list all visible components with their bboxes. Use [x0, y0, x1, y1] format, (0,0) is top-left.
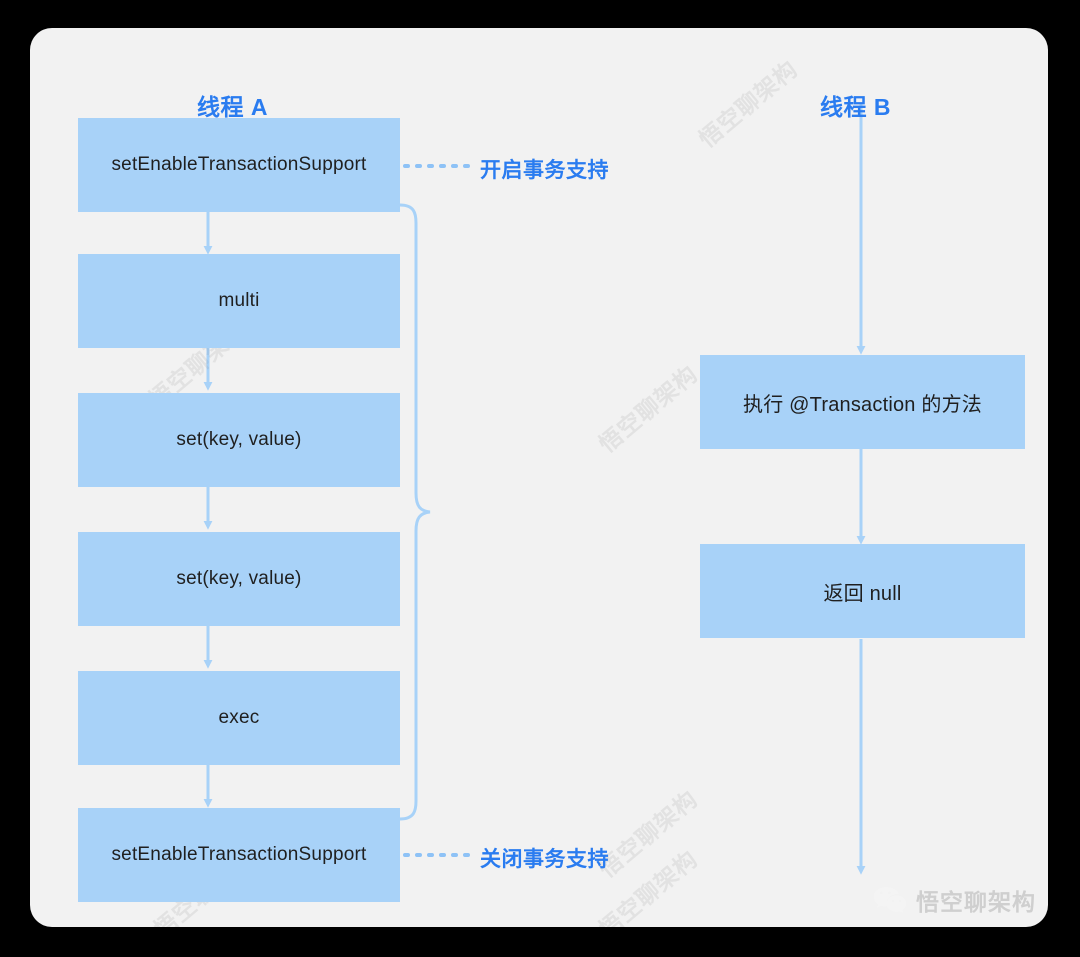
thread-a-header: 线程 A — [197, 94, 268, 120]
node-return-null[interactable]: 返回 null — [700, 544, 1025, 638]
node-execute-transaction-method[interactable]: 执行 @Transaction 的方法 — [700, 355, 1025, 449]
thread-b-header: 线程 B — [820, 94, 891, 120]
node-set-enable-transaction-support-open[interactable]: setEnableTransactionSupport — [78, 118, 400, 212]
brand-badge: 悟空聊架构 — [873, 883, 1036, 917]
diagram-card: 悟空聊架构 悟空聊架构 悟空聊架构 悟空聊架构 悟空聊架构 悟空聊架构 — [30, 28, 1048, 927]
node-set-key-value-1[interactable]: set(key, value) — [78, 393, 400, 487]
watermark-text: 悟空聊架构 — [593, 360, 703, 458]
annotation-close-transaction-support: 关闭事务支持 — [480, 848, 609, 871]
annotation-open-transaction-support: 开启事务支持 — [480, 159, 609, 182]
node-multi[interactable]: multi — [78, 254, 400, 348]
node-set-enable-transaction-support-close[interactable]: setEnableTransactionSupport — [78, 808, 400, 902]
brand-name: 悟空聊架构 — [916, 889, 1036, 915]
node-exec[interactable]: exec — [78, 671, 400, 765]
wechat-icon — [873, 886, 907, 915]
watermark-text: 悟空聊架构 — [693, 55, 803, 153]
node-set-key-value-2[interactable]: set(key, value) — [78, 532, 400, 626]
grouping-brace — [398, 203, 431, 821]
